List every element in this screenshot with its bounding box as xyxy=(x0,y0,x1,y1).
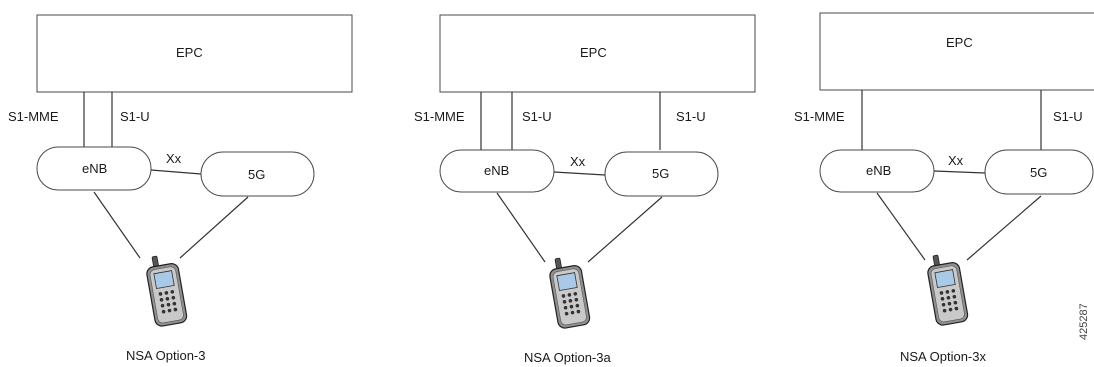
enb-label: eNB xyxy=(484,163,509,178)
enb-ue-link xyxy=(93,191,141,259)
panel-option-3a: EPC S1-MME S1-U S1-U eNB Xx 5G NSA Optio… xyxy=(414,14,756,365)
epc-box xyxy=(439,14,756,93)
ue-phone-icon xyxy=(924,251,970,327)
xx-label: Xx xyxy=(166,151,182,166)
xx-label: Xx xyxy=(948,153,964,168)
ue-phone-icon xyxy=(143,252,189,328)
epc-label: EPC xyxy=(176,45,203,60)
enb-node xyxy=(439,149,555,193)
figure-id: 425287 xyxy=(1078,303,1090,340)
5g-ue-link xyxy=(587,196,663,263)
xx-link xyxy=(553,171,606,176)
5g-node xyxy=(984,149,1094,195)
5g-label: 5G xyxy=(248,167,265,182)
epc-label: EPC xyxy=(580,45,607,60)
s1-mme-label: S1-MME xyxy=(794,109,845,124)
panel-option-3x: EPC S1-MME S1-U eNB Xx 5G NSA Option-3x xyxy=(794,12,1094,364)
enb-node xyxy=(36,146,152,191)
enb-ue-link xyxy=(876,192,926,261)
5g-label: 5G xyxy=(652,166,669,181)
5g-ue-link xyxy=(966,195,1042,261)
s1-u-label-5g: S1-U xyxy=(676,109,706,124)
epc-box xyxy=(36,14,353,93)
xx-label: Xx xyxy=(570,154,586,169)
s1-u-label: S1-U xyxy=(522,109,552,124)
5g-node xyxy=(604,151,719,197)
enb-label: eNB xyxy=(82,161,107,176)
enb-ue-link xyxy=(496,192,546,263)
xx-link xyxy=(150,169,202,175)
enb-label: eNB xyxy=(866,163,891,178)
epc-label: EPC xyxy=(946,35,973,50)
5g-ue-link xyxy=(179,196,249,259)
xx-link xyxy=(933,170,986,174)
epc-box xyxy=(819,12,1094,91)
panel-caption: NSA Option-3a xyxy=(524,350,611,365)
panel-caption: NSA Option-3x xyxy=(900,349,986,364)
ue-phone-icon xyxy=(546,254,592,330)
5g-label: 5G xyxy=(1030,165,1047,180)
panel-option-3: EPC S1-MME S1-U eNB Xx 5G NSA Option-3 xyxy=(8,14,353,363)
panel-caption: NSA Option-3 xyxy=(126,348,206,363)
s1-u-label: S1-U xyxy=(1053,109,1083,124)
s1-u-label: S1-U xyxy=(120,109,150,124)
s1-mme-label: S1-MME xyxy=(8,109,59,124)
5g-node xyxy=(200,151,315,197)
s1-mme-label: S1-MME xyxy=(414,109,465,124)
